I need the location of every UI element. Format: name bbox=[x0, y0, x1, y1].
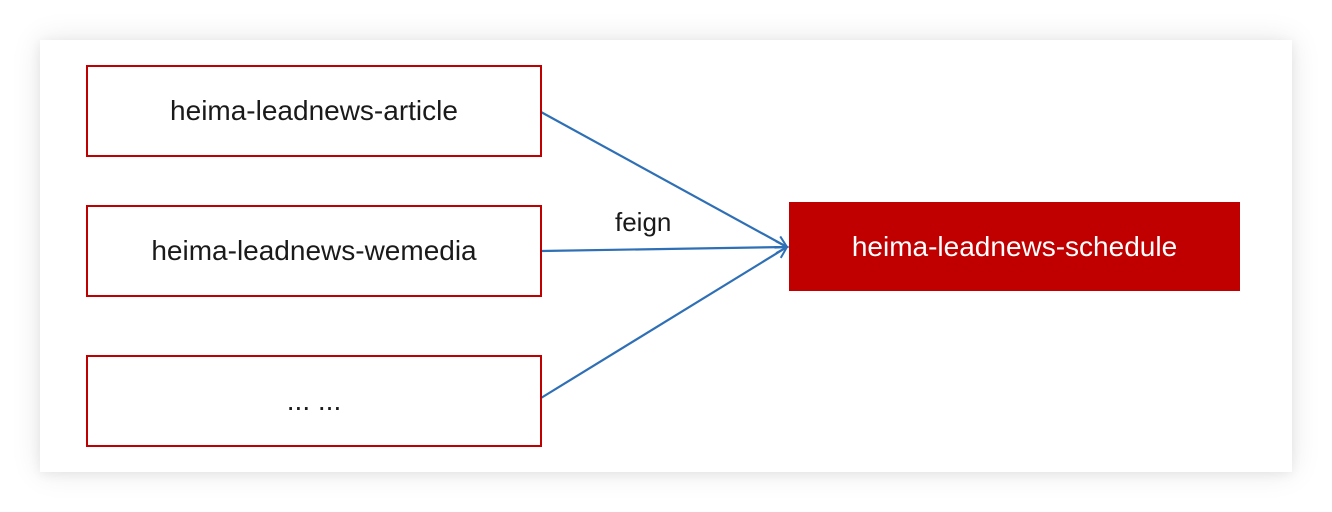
node-article: heima-leadnews-article bbox=[86, 65, 542, 157]
node-schedule: heima-leadnews-schedule bbox=[789, 202, 1240, 291]
node-more-label: ... ... bbox=[286, 385, 342, 416]
arrow-more-to-schedule bbox=[540, 247, 787, 399]
node-article-label: heima-leadnews-article bbox=[170, 95, 458, 126]
arrows-layer bbox=[540, 111, 1292, 399]
node-more: ... ... bbox=[86, 355, 542, 447]
node-wemedia: heima-leadnews-wemedia bbox=[86, 205, 542, 297]
edge-label-feign: feign bbox=[615, 207, 672, 237]
node-wemedia-label: heima-leadnews-wemedia bbox=[151, 235, 477, 266]
arrow-wemedia-to-schedule bbox=[540, 247, 787, 251]
node-schedule-label: heima-leadnews-schedule bbox=[851, 230, 1178, 262]
arrow-article-to-schedule bbox=[540, 111, 787, 247]
diagram-canvas: heima-leadnews-article heima-leadnews-we… bbox=[40, 40, 1292, 472]
